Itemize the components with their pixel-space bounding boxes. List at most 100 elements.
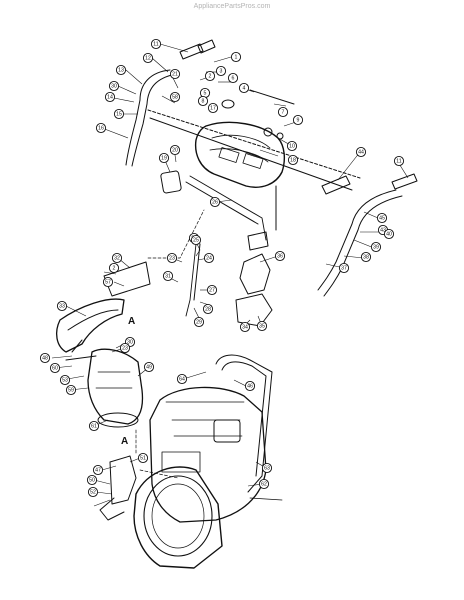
- callout-23: 23: [166, 252, 178, 264]
- callout-46: 46: [244, 380, 256, 392]
- callout-circle: [143, 361, 155, 373]
- callout-number: 15: [116, 111, 122, 117]
- callout-20: 20: [169, 144, 181, 156]
- callout-circle: [95, 122, 107, 134]
- callout-37: 37: [338, 262, 350, 274]
- callout-circle: [202, 303, 214, 315]
- callout-number: 48: [42, 355, 48, 361]
- callout-circle: [158, 152, 170, 164]
- callout-64: 64: [176, 373, 188, 385]
- callout-number: 11: [396, 158, 401, 164]
- callout-number: 28: [205, 306, 211, 312]
- callout-circle: [142, 52, 154, 64]
- callout-number: 43: [380, 227, 386, 233]
- callout-number: 62: [261, 481, 267, 487]
- chute-deflector: [55, 298, 125, 353]
- callout-circle: [193, 316, 205, 328]
- callout-24: 24: [203, 252, 215, 264]
- callout-number: 32: [114, 255, 120, 261]
- callout-30: 30: [108, 80, 120, 92]
- callout-36: 36: [274, 250, 286, 262]
- callout-number: 1: [235, 54, 238, 60]
- callout-number: 17: [210, 105, 216, 111]
- callout-13: 13: [115, 64, 127, 76]
- callout-circle: [215, 65, 227, 77]
- callout-number: 39: [373, 244, 379, 250]
- callout-number: 30: [111, 83, 117, 89]
- callout-circle: [65, 384, 77, 396]
- callout-40: 40: [383, 228, 395, 240]
- callout-circle: [115, 64, 127, 76]
- callout-number: 26: [212, 199, 218, 205]
- callout-number: 46: [247, 383, 253, 389]
- callout-number: 36: [277, 253, 283, 259]
- callout-62: 62: [258, 478, 270, 490]
- callout-3: 3: [215, 65, 227, 77]
- watermark: AppliancePartsPros.com: [193, 3, 271, 10]
- callout-35: 35: [256, 320, 268, 332]
- callout-circle: [113, 108, 125, 120]
- callout-31: 31: [162, 270, 174, 282]
- callout-number: 63: [264, 465, 270, 471]
- callout-number: 2: [209, 73, 212, 79]
- callout-number: 9: [297, 117, 300, 123]
- callout-number: 50: [89, 477, 95, 483]
- callout-circle: [287, 154, 299, 166]
- callout-circle: [162, 270, 174, 282]
- callout-number: 21: [172, 71, 178, 77]
- right-grip: [321, 175, 351, 195]
- callout-number: 59: [68, 387, 74, 393]
- callout-circle: [108, 262, 120, 274]
- callout-19: 19: [158, 152, 170, 164]
- callout-number: 27: [209, 287, 215, 293]
- callout-26: 26: [209, 196, 221, 208]
- callout-number: 34: [242, 324, 248, 330]
- dashboard: [194, 121, 286, 188]
- callout-53: 53: [59, 374, 71, 386]
- callout-circle: [169, 91, 181, 103]
- callout-number: 16: [98, 125, 104, 131]
- callout-number: 6: [232, 75, 235, 81]
- left-grip: [179, 43, 204, 60]
- callout-12: 12: [142, 52, 154, 64]
- engine-block: [149, 386, 267, 523]
- callout-14: 14: [104, 91, 116, 103]
- callout-number: 10: [289, 143, 295, 149]
- callout-58: 58: [169, 91, 181, 103]
- callout-circle: [206, 284, 218, 296]
- chute-body: [87, 348, 144, 425]
- callout-circle: [108, 80, 120, 92]
- callout-number: 4: [243, 85, 246, 91]
- section-label-a-top: A: [128, 316, 136, 327]
- callout-number: 37: [341, 265, 347, 271]
- callout-2: 2: [108, 262, 120, 274]
- callout-number: 20: [172, 147, 178, 153]
- callout-11: 11: [393, 155, 405, 167]
- callout-number: 44: [358, 149, 364, 155]
- callout-number: 23: [169, 255, 175, 261]
- callout-number: 25: [193, 237, 199, 243]
- callout-circle: [137, 452, 149, 464]
- callout-circle: [292, 114, 304, 126]
- callout-number: 14: [107, 94, 113, 100]
- callout-circle: [204, 70, 216, 82]
- callout-circle: [190, 234, 202, 246]
- callout-circle: [176, 373, 188, 385]
- callout-circle: [197, 95, 209, 107]
- callout-18: 18: [287, 154, 299, 166]
- callout-6: 6: [227, 72, 239, 84]
- callout-number: 52: [90, 489, 96, 495]
- callout-60: 60: [49, 362, 61, 374]
- callout-49: 49: [143, 361, 155, 373]
- callout-circle: [59, 374, 71, 386]
- callout-10: 10: [286, 140, 298, 152]
- callout-number: 38: [363, 254, 369, 260]
- callout-circle: [92, 464, 104, 476]
- callout-circle: [88, 420, 100, 432]
- callout-number: 30: [127, 339, 133, 345]
- callout-circle: [393, 155, 405, 167]
- callout-circle: [86, 474, 98, 486]
- callout-circle: [256, 320, 268, 332]
- callout-number: 31: [165, 273, 171, 279]
- callout-50: 50: [86, 474, 98, 486]
